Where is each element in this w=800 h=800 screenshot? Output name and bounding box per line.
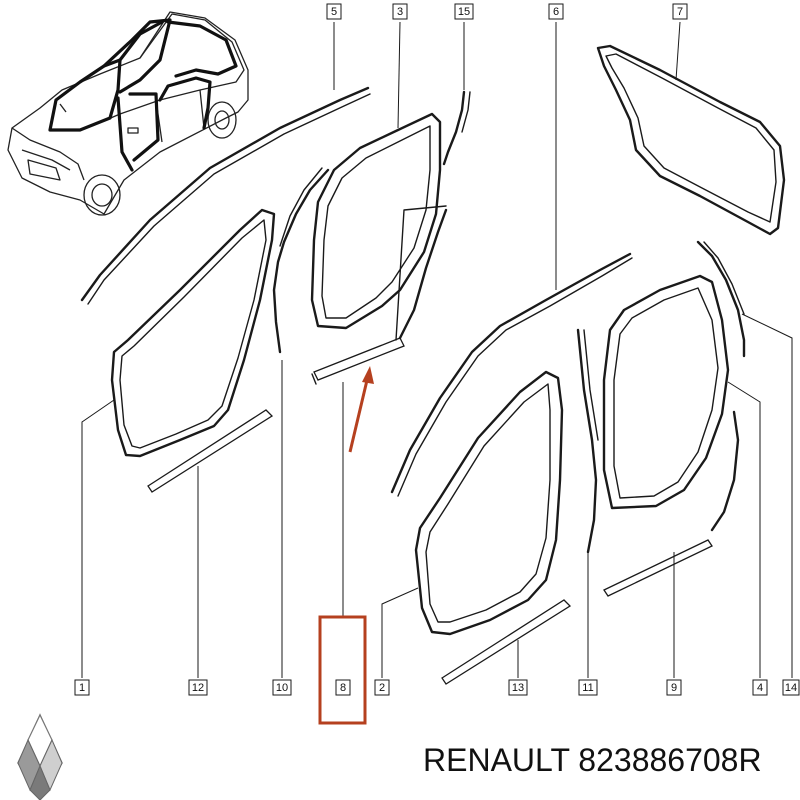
callout-label: 8 [340, 682, 346, 694]
callout-label: 14 [785, 682, 797, 694]
callout-label: 2 [379, 682, 385, 694]
callout-label: 10 [276, 682, 288, 694]
callout-1: 1 [74, 679, 90, 696]
part-number: 823886708R [578, 742, 762, 778]
part-7-tailgate-seal [596, 44, 786, 236]
callout-10: 10 [272, 679, 292, 696]
callout-15: 15 [454, 3, 474, 20]
part-12-front-sill-strip [147, 409, 274, 493]
callout-14: 14 [782, 679, 800, 696]
callout-6: 6 [548, 3, 564, 20]
part-3-front-door-frame-seal [310, 112, 442, 330]
part-13-rear-sill-strip [441, 599, 572, 685]
callout-13: 13 [508, 679, 528, 696]
part-14-rear-quarter-seal [696, 240, 746, 358]
callout-11: 11 [578, 679, 598, 696]
callout-label: 7 [677, 6, 683, 18]
part-9-rear-door-frame-seal [602, 274, 730, 597]
callout-label: 5 [331, 6, 337, 18]
part-8-guide-curve [398, 208, 448, 340]
callout-12: 12 [188, 679, 208, 696]
highlight-arrow [348, 366, 374, 453]
callout-3: 3 [392, 3, 408, 20]
callout-label: 6 [553, 6, 559, 18]
highlight-box [318, 615, 367, 725]
callout-4: 4 [752, 679, 768, 696]
part-15-front-pillar-seal [442, 90, 471, 166]
callout-7: 7 [672, 3, 688, 20]
part-11-rear-pillar-seal [576, 328, 599, 554]
callout-label: 4 [757, 682, 763, 694]
callout-label: 11 [582, 682, 593, 694]
callout-label: 9 [671, 682, 677, 694]
callout-8: 8 [335, 679, 351, 696]
part-1-front-door-seal [110, 208, 276, 458]
part-6-rear-roof-moulding [390, 252, 633, 497]
part-8-front-door-lower-strip [311, 205, 447, 385]
part-caption: RENAULT 823886708R [423, 742, 762, 779]
callout-label: 1 [79, 682, 85, 694]
callout-9: 9 [666, 679, 682, 696]
car-illustration [7, 11, 249, 216]
callout-label: 3 [397, 6, 403, 18]
callout-label: 15 [458, 6, 470, 18]
callout-label: 12 [192, 682, 204, 694]
part-2-rear-door-seal [414, 370, 564, 636]
callout-2: 2 [374, 679, 390, 696]
part-10-b-pillar-seal [272, 167, 330, 354]
renault-diamond-logo [17, 713, 63, 800]
brand-name: RENAULT [423, 742, 570, 778]
leader-lines [81, 21, 793, 678]
part-5-roof-moulding [80, 86, 371, 305]
callout-label: 13 [512, 682, 524, 694]
part-4-rear-door-edge-seal [710, 410, 740, 532]
callout-5: 5 [326, 3, 342, 20]
